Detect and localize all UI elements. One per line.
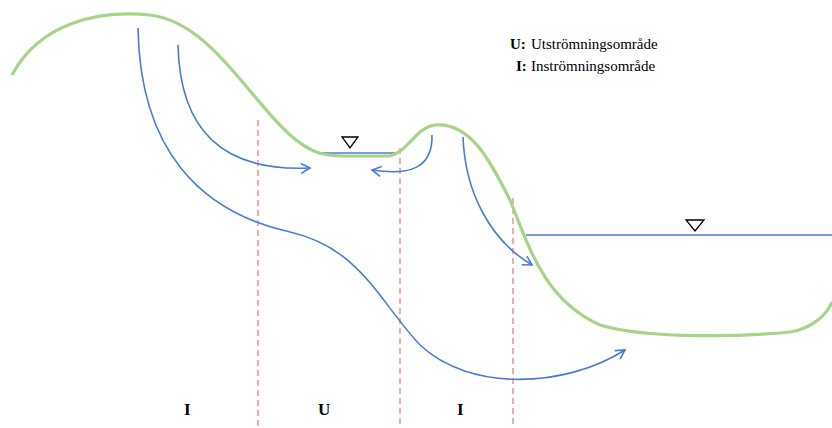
ground-surface <box>12 14 832 336</box>
legend-key: I: <box>516 58 527 75</box>
zone-label: I <box>457 401 464 420</box>
flow-line <box>138 28 625 379</box>
zone-label: I <box>184 401 191 420</box>
zone-label: U <box>318 401 330 420</box>
water-level-symbol <box>342 137 704 231</box>
legend-key: U: <box>510 36 526 53</box>
legend-text: Utströmningsområde <box>531 36 658 53</box>
legend-text: Inströmningsområde <box>531 58 655 75</box>
water-level <box>323 153 832 235</box>
zone-divider <box>258 120 513 428</box>
